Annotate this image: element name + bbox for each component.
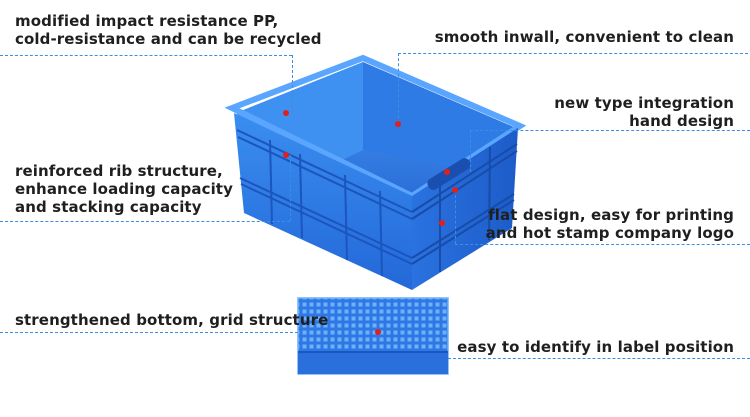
callout-flat-line-2: and hot stamp company logo bbox=[485, 224, 734, 242]
leader-rib bbox=[0, 221, 290, 222]
callout-dot-handle bbox=[444, 169, 450, 175]
leader-material bbox=[0, 55, 292, 56]
leader-label bbox=[448, 358, 750, 359]
callout-bottom: strengthened bottom, grid structure bbox=[15, 311, 329, 329]
leader-bottom bbox=[0, 332, 298, 333]
callout-dot-flat-1 bbox=[452, 187, 458, 193]
leader-inwall bbox=[398, 53, 748, 54]
callout-dot-inwall bbox=[395, 121, 401, 127]
callout-material: modified impact resistance PP, cold-resi… bbox=[15, 12, 322, 48]
leader-handle bbox=[470, 130, 750, 131]
callout-dot-material bbox=[283, 110, 289, 116]
callout-handle-line-2: hand design bbox=[629, 112, 734, 130]
callout-label: easy to identify in label position bbox=[457, 338, 734, 356]
leader-flat-v bbox=[455, 190, 456, 244]
callout-rib-line-1: reinforced rib structure, bbox=[15, 162, 223, 180]
callout-flat: flat design, easy for printing and hot s… bbox=[486, 206, 734, 242]
leader-flat bbox=[455, 244, 750, 245]
callout-rib-line-2: enhance loading capacity bbox=[15, 180, 233, 198]
callout-handle-line-1: new type integration bbox=[554, 94, 734, 112]
callout-flat-line-1: flat design, easy for printing bbox=[488, 206, 734, 224]
leader-handle-v bbox=[470, 130, 471, 172]
leader-material-v bbox=[292, 55, 293, 113]
leader-rib-v bbox=[290, 155, 291, 221]
callout-dot-flat-2 bbox=[439, 220, 445, 226]
callout-handle: new type integration hand design bbox=[554, 94, 734, 130]
callout-material-line-1: modified impact resistance PP, bbox=[15, 12, 279, 30]
leader-inwall-v bbox=[398, 53, 399, 123]
callout-material-line-2: cold-resistance and can be recycled bbox=[15, 30, 322, 48]
callout-rib: reinforced rib structure, enhance loadin… bbox=[15, 162, 233, 216]
callout-dot-bottom bbox=[375, 329, 381, 335]
callout-inwall: smooth inwall, convenient to clean bbox=[434, 28, 734, 46]
callout-rib-line-3: and stacking capacity bbox=[15, 198, 202, 216]
callout-dot-rib bbox=[283, 152, 289, 158]
